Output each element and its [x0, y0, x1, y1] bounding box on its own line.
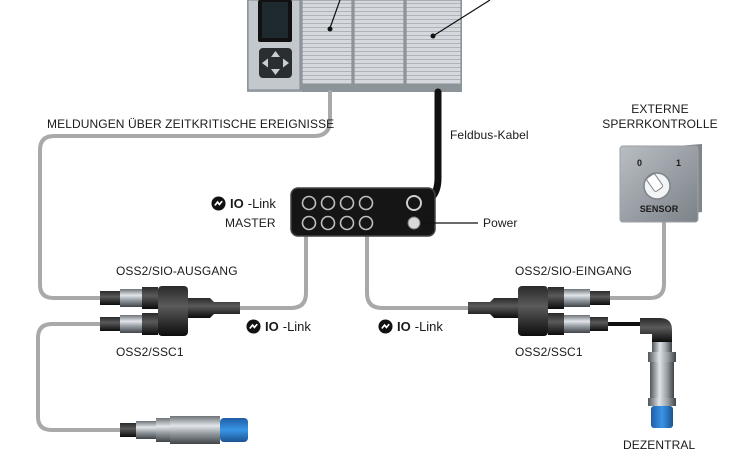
dezentral-sensor	[640, 318, 676, 428]
left-y-connector	[100, 286, 240, 336]
plc-dpad-icon	[259, 48, 292, 78]
master-iolink-logo: IO-Link	[211, 196, 276, 211]
iolink-logo-icon	[211, 196, 226, 211]
master-fieldbus-port	[406, 195, 422, 211]
master-port	[320, 215, 336, 231]
label-switch-1: 1	[676, 158, 682, 168]
cable-messages	[38, 90, 332, 300]
iolink-logo-icon	[378, 319, 393, 334]
label-master: MASTER	[225, 216, 276, 230]
iolink-link-text: -Link	[282, 319, 311, 334]
left-iolink-logo: IO-Link	[246, 319, 311, 334]
iolink-io-text: IO	[265, 319, 279, 334]
plc-module-3	[405, 0, 462, 91]
io-link-master	[290, 187, 478, 237]
cable-feldbus	[411, 88, 442, 207]
iolink-io-text: IO	[397, 319, 411, 334]
master-port	[320, 195, 336, 211]
plc-module-2	[353, 0, 405, 91]
label-switch-0: 0	[637, 158, 643, 168]
left-proximity-sensor	[120, 416, 248, 444]
master-power-port	[407, 216, 421, 230]
label-oss2-ssc1-left: OSS2/SSC1	[116, 345, 184, 359]
master-port	[358, 195, 374, 211]
cable-left-sensor	[36, 322, 122, 432]
master-port	[339, 215, 355, 231]
master-port	[339, 195, 355, 211]
iolink-logo-icon	[246, 319, 261, 334]
label-messages: MELDUNGEN ÜBER ZEITKRITISCHE EREIGNISSE	[47, 117, 335, 131]
master-port	[301, 215, 317, 231]
label-dezentral: DEZENTRAL	[623, 438, 696, 452]
label-power: Power	[483, 216, 518, 230]
iolink-link-text: -Link	[414, 319, 443, 334]
label-oss2-sio-eingang: OSS2/SIO-EINGANG	[515, 264, 632, 278]
cable-external-lock	[608, 220, 666, 300]
master-port-grid	[301, 195, 374, 231]
right-y-connector	[468, 286, 610, 336]
external-lock-box	[619, 144, 702, 223]
label-oss2-sio-ausgang: OSS2/SIO-AUSGANG	[116, 264, 238, 278]
right-iolink-logo: IO-Link	[378, 319, 443, 334]
cable-master-left	[238, 226, 308, 310]
label-oss2-ssc1-right: OSS2/SSC1	[515, 345, 583, 359]
iolink-link-text: -Link	[247, 196, 276, 211]
master-port	[358, 215, 374, 231]
master-port	[301, 195, 317, 211]
plc-controller	[247, 0, 491, 92]
label-externe: EXTERNE	[631, 102, 689, 116]
grey-cables	[36, 90, 666, 432]
plc-module-1	[301, 0, 353, 91]
label-sensor: SENSOR	[639, 204, 679, 214]
label-fieldbus-cable: Feldbus-Kabel	[450, 128, 529, 142]
iolink-io-text: IO	[230, 196, 244, 211]
label-sperrkontrolle: SPERRKONTROLLE	[602, 117, 718, 131]
cable-master-right	[365, 226, 470, 310]
